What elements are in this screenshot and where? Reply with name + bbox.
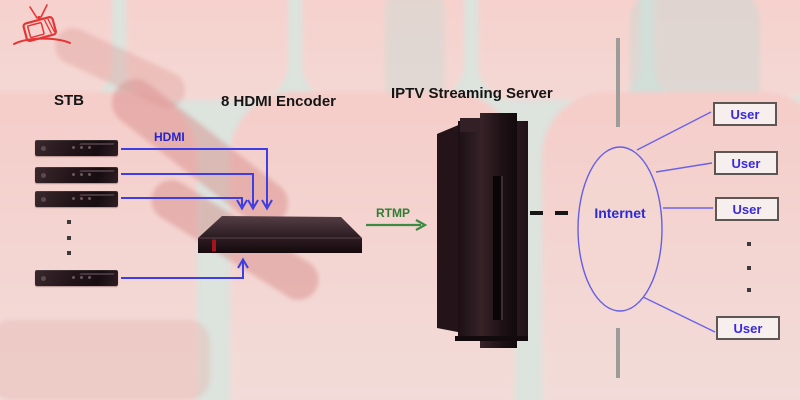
user-box: User [715, 197, 779, 221]
stb-device [35, 140, 118, 156]
stb-glint [79, 194, 115, 196]
user-link-lines [636, 111, 716, 333]
user-box: User [714, 151, 778, 175]
arrow-up-icon [237, 257, 249, 269]
hdmi-label: HDMI [154, 130, 185, 144]
stb-glint [79, 170, 115, 172]
user-box: User [713, 102, 777, 126]
tv-antenna [29, 4, 48, 19]
hdmi-line-1 [121, 148, 268, 206]
divider-segment [616, 328, 620, 378]
tv-screen [27, 21, 45, 39]
dash [530, 211, 543, 215]
rtmp-arrow [366, 219, 428, 231]
seat-shape [654, 0, 800, 100]
dot [67, 220, 71, 224]
ellipsis-dots-stb [67, 220, 71, 256]
hdmi-connector-lines [121, 148, 273, 279]
stb-device [35, 167, 118, 183]
stb-title: STB [54, 92, 84, 109]
seat-highlight [0, 320, 210, 400]
divider-segment [616, 38, 620, 127]
server-slot-highlight [501, 176, 503, 320]
hdmi-line-4 [121, 261, 244, 279]
tv-speaker-hatch [44, 18, 56, 34]
hdmi-line-2 [121, 173, 254, 206]
stb-device [35, 270, 118, 286]
dot [747, 242, 751, 246]
stb-glint [79, 143, 115, 145]
server-title: IPTV Streaming Server [391, 85, 553, 102]
arrow-down-icon [236, 199, 248, 211]
server-device [437, 113, 528, 348]
arrow-right-icon [415, 219, 428, 231]
dot [747, 288, 751, 292]
ellipsis-dots-users [747, 242, 751, 292]
stb-device [35, 191, 118, 207]
retro-tv-icon [13, 4, 71, 45]
arrow-down-icon [261, 199, 273, 211]
encoder-device [198, 216, 362, 253]
hdmi-line-3 [121, 197, 243, 206]
dash [555, 211, 568, 215]
seat-shape [478, 0, 640, 100]
user-label: User [733, 320, 763, 336]
user-link [642, 296, 716, 333]
stb-front-panel [41, 173, 46, 178]
user-link [636, 111, 712, 151]
stb-front-panel [41, 197, 46, 202]
dot [67, 251, 71, 255]
encoder-title: 8 HDMI Encoder [221, 93, 337, 110]
dot [747, 266, 751, 270]
internet-label: Internet [594, 205, 646, 221]
stb-front-panel [41, 276, 46, 281]
tv-ground-line [13, 37, 71, 45]
rtmp-label: RTMP [376, 206, 410, 220]
server-drive-slot [493, 176, 501, 320]
arrow-down-icon [247, 199, 259, 211]
server-internet-dashes [530, 211, 568, 215]
user-label: User [732, 201, 762, 217]
stb-front-panel [41, 146, 46, 151]
encoder-front-face [198, 238, 362, 253]
seat-shape [126, 0, 288, 100]
encoder-top-face [198, 216, 362, 238]
user-label: User [730, 106, 760, 122]
internet-ellipse [577, 146, 663, 312]
dot [67, 236, 71, 240]
user-label: User [731, 155, 761, 171]
user-box: User [716, 316, 780, 340]
server-base [455, 336, 528, 341]
divider-line [616, 38, 620, 378]
tv-body [22, 16, 57, 43]
stb-glint [79, 273, 115, 275]
encoder-power-led [212, 239, 216, 252]
tv-antenna-joint [37, 15, 41, 20]
server-top-step [460, 118, 482, 132]
seat-shape [0, 0, 112, 100]
user-link [655, 162, 713, 173]
